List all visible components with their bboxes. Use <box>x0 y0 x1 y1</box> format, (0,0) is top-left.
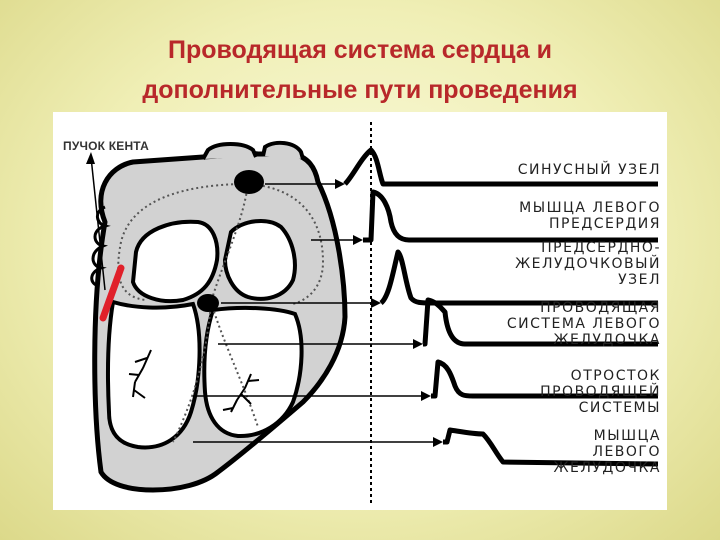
heart-diagram-svg <box>86 122 659 504</box>
slide-title: Проводящая система сердца и дополнительн… <box>0 30 720 110</box>
kent-bundle <box>99 264 125 322</box>
sinus-node <box>234 170 264 194</box>
label-sinus-node: СИНУСНЫЙ УЗЕЛ <box>517 162 661 178</box>
kent-bundle-label: ПУЧОК КЕНТА <box>63 139 149 153</box>
purkinje-fibers <box>128 349 260 413</box>
label-conduction-branch: ОТРОСТОК ПРОВОДЯЩЕЙ СИСТЕМЫ <box>540 368 661 416</box>
trace-sinus-node <box>343 147 658 187</box>
kent-pointer-arrowhead <box>86 152 95 164</box>
conduction-pathways <box>117 183 325 443</box>
av-node <box>197 294 219 312</box>
kent-pointer-arrow <box>90 156 106 291</box>
trace-lv-muscle <box>443 427 659 467</box>
label-left-atrium-muscle: МЫШЦА ЛЕВОГО ПРЕДСЕРДИЯ <box>519 200 661 232</box>
label-av-node: ПРЕДСЕРДНО- ЖЕЛУДОЧКОВЫЙ УЗЕЛ <box>515 240 661 288</box>
title-line-1: Проводящая система сердца и <box>167 36 552 64</box>
trace-av-node <box>379 249 658 306</box>
upper-vessel-right <box>261 140 305 160</box>
label-lv-muscle: МЫШЦА ЛЕВОГО ЖЕЛУДОЧКА <box>553 428 661 476</box>
trace-lv-conduction <box>422 297 658 347</box>
left-ventricle <box>202 305 304 439</box>
trace-conduction-branch <box>431 359 658 399</box>
right-atrium <box>130 219 220 303</box>
pointer-arrows <box>193 183 433 443</box>
title-line-2: дополнительные пути проведения <box>142 76 578 104</box>
arrowheads <box>335 179 443 447</box>
conduction-diagram: ПУЧОК КЕНТА СИНУСНЫЙ УЗЕЛ МЫШЦА ЛЕВОГО П… <box>53 112 667 510</box>
trace-left-atrium <box>363 189 658 243</box>
upper-vessel-left <box>201 142 258 160</box>
action-potential-traces <box>343 147 659 467</box>
right-ventricle <box>106 299 202 450</box>
left-atrium <box>222 219 297 301</box>
label-lv-conduction-system: ПРОВОДЯЩАЯ СИСТЕМА ЛЕВОГО ЖЕЛУДОЧКА <box>506 300 661 348</box>
kent-bundle-wavy-edge <box>90 205 111 288</box>
